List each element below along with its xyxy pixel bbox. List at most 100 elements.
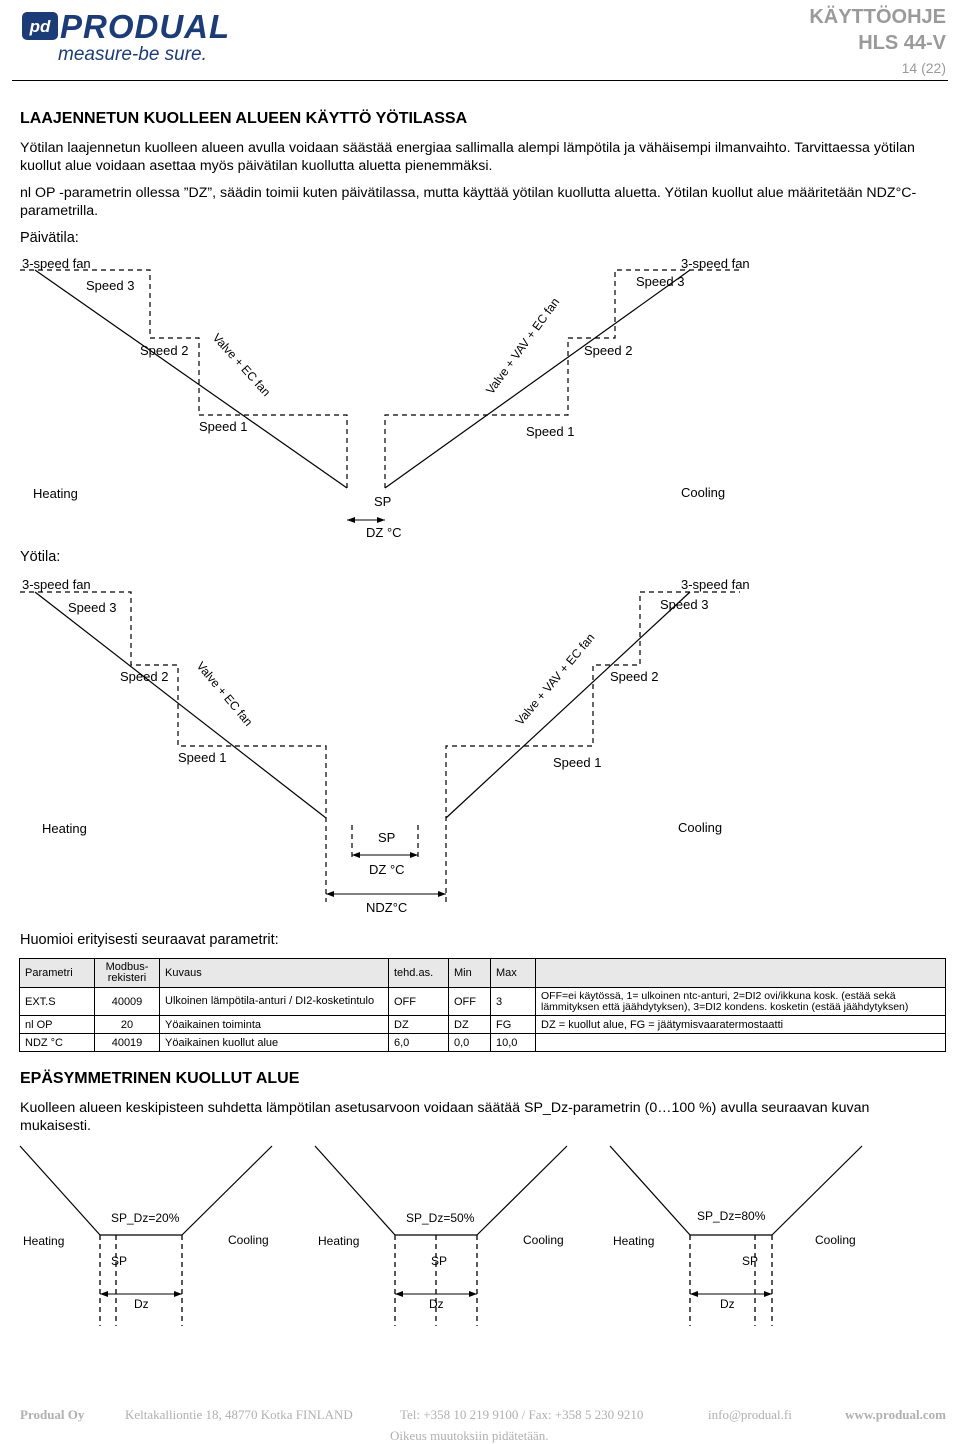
- speed2-right: Speed 2: [610, 669, 658, 684]
- sp-label: SP: [374, 494, 391, 509]
- cell: OFF: [388, 987, 449, 1016]
- valve-label-right: Valve + VAV + EC fan: [513, 631, 598, 728]
- col-header: Modbus-rekisteri: [94, 958, 160, 988]
- doc-type: KÄYTTÖOHJE: [809, 6, 946, 28]
- table-row: NDZ °C 40019 Yöaikainen kuollut alue 6,0…: [19, 1033, 946, 1052]
- spdz-label-50: SP_Dz=50%: [406, 1211, 475, 1225]
- product-name: HLS 44-V: [858, 32, 946, 54]
- speed2-left: Speed 2: [120, 669, 168, 684]
- fan-label-right: 3-speed fan: [681, 256, 750, 271]
- cooling-label: Cooling: [815, 1233, 856, 1247]
- section-title-night-deadzone: LAAJENNETUN KUOLLEEN ALUEEN KÄYTTÖ YÖTIL…: [20, 110, 468, 127]
- cell: Yöaikainen toiminta: [159, 1015, 389, 1034]
- spdz-label-80: SP_Dz=80%: [697, 1209, 766, 1223]
- table-row: EXT.S 40009 Ulkoinen lämpötila-anturi / …: [19, 987, 946, 1016]
- cell: FG: [490, 1015, 536, 1034]
- heating-label: Heating: [23, 1234, 64, 1248]
- params-table: Parametri Modbus-rekisteri Kuvaus tehd.a…: [19, 958, 946, 1052]
- cell: DZ = kuollut alue, FG = jäätymisvaarater…: [535, 1015, 946, 1034]
- heating-fan-steps: [20, 591, 327, 902]
- cooling-ramp-line: [384, 269, 691, 489]
- speed2-right: Speed 2: [584, 343, 632, 358]
- col-header: Parametri: [19, 958, 95, 988]
- params-intro: Huomioi erityisesti seuraavat parametrit…: [20, 932, 279, 948]
- logo-slogan: measure-be sure.: [58, 44, 207, 65]
- day-mode-diagram: 3-speed fan 3-speed fan Speed 3 Speed 3 …: [20, 256, 750, 540]
- fan-label-right: 3-speed fan: [681, 577, 750, 592]
- cell: NDZ °C: [19, 1033, 95, 1052]
- col-header: Min: [448, 958, 491, 988]
- logo-name: PRODUAL: [60, 8, 231, 45]
- ndz-label: NDZ°C: [366, 900, 407, 915]
- cell: DZ: [388, 1015, 449, 1034]
- footer-note: Oikeus muutoksiin pidätetään.: [390, 1428, 549, 1443]
- cell: DZ: [448, 1015, 491, 1034]
- sp-label: SP: [378, 830, 395, 845]
- section-title-asymmetric: EPÄSYMMETRINEN KUOLLUT ALUE: [20, 1070, 300, 1087]
- col-header: [535, 958, 946, 988]
- sp-label: SP: [742, 1254, 758, 1268]
- fan-label-left: 3-speed fan: [22, 256, 91, 271]
- dz-label: Dz: [720, 1297, 735, 1311]
- col-header: tehd.as.: [388, 958, 449, 988]
- speed3-left: Speed 3: [86, 278, 134, 293]
- paragraph-asymmetric: Kuolleen alueen keskipisteen suhdetta lä…: [20, 1100, 870, 1134]
- footer-address: Keltakalliontie 18, 48770 Kotka FINLAND: [125, 1407, 353, 1422]
- cell: 20: [94, 1015, 160, 1034]
- cell: EXT.S: [19, 987, 95, 1016]
- footer-company: Produal Oy: [20, 1407, 85, 1422]
- cell: nl OP: [19, 1015, 95, 1034]
- cell: OFF=ei käytössä, 1= ulkoinen ntc-anturi,…: [535, 987, 946, 1016]
- paragraph-night-intro: Yötilan laajennetun kuolleen alueen avul…: [20, 140, 915, 174]
- dz-label: DZ °C: [366, 525, 402, 540]
- day-mode-label: Päivätila:: [20, 230, 79, 246]
- heating-label: Heating: [613, 1234, 654, 1248]
- cell: 40009: [94, 987, 160, 1016]
- footer-website[interactable]: www.produal.com: [845, 1407, 946, 1422]
- speed1-left: Speed 1: [178, 750, 226, 765]
- cooling-label: Cooling: [228, 1233, 269, 1247]
- params-header-row: Parametri Modbus-rekisteri Kuvaus tehd.a…: [19, 958, 946, 988]
- fan-label-left: 3-speed fan: [22, 577, 91, 592]
- sp-label: SP: [431, 1254, 447, 1268]
- heating-fan-steps: [20, 269, 348, 488]
- cell: OFF: [448, 987, 491, 1016]
- dz-label: Dz: [134, 1297, 149, 1311]
- speed1-right: Speed 1: [553, 755, 601, 770]
- paragraph-nlop: nl OP -parametrin ollessa ”DZ”, säädin t…: [20, 185, 917, 219]
- cooling-fan-steps: [445, 591, 740, 902]
- col-header: Kuvaus: [159, 958, 389, 988]
- table-row: nl OP 20 Yöaikainen toiminta DZ DZ FG DZ…: [19, 1015, 946, 1034]
- valve-label-right: Valve + VAV + EC fan: [483, 295, 562, 397]
- cell: 3: [490, 987, 536, 1016]
- speed3-right: Speed 3: [660, 597, 708, 612]
- dz-label: DZ °C: [369, 862, 405, 877]
- cooling-label: Cooling: [678, 820, 722, 835]
- speed3-right: Speed 3: [636, 274, 684, 289]
- cell: [535, 1033, 946, 1052]
- cooling-label: Cooling: [523, 1233, 564, 1247]
- cell: Ulkoinen lämpötila-anturi / DI2-kosketin…: [159, 987, 389, 1016]
- speed2-left: Speed 2: [140, 343, 188, 358]
- produal-logo-icon: pd: [22, 12, 58, 40]
- valve-label-left: Valve + EC fan: [194, 659, 256, 729]
- footer-email[interactable]: info@produal.fi: [708, 1407, 792, 1422]
- speed3-left: Speed 3: [68, 600, 116, 615]
- footer-phone: Tel: +358 10 219 9100 / Fax: +358 5 230 …: [400, 1407, 644, 1422]
- heating-label: Heating: [318, 1234, 359, 1248]
- dz-label: Dz: [429, 1297, 444, 1311]
- cell: 6,0: [388, 1033, 449, 1052]
- cooling-label: Cooling: [681, 485, 725, 500]
- valve-label-left: Valve + EC fan: [210, 331, 274, 399]
- col-header: Max: [490, 958, 536, 988]
- speed1-left: Speed 1: [199, 419, 247, 434]
- sp-label: SP: [111, 1254, 127, 1268]
- heating-ramp-line: [34, 591, 327, 819]
- spdz-label-20: SP_Dz=20%: [111, 1211, 180, 1225]
- cell: 10,0: [490, 1033, 536, 1052]
- night-mode-label: Yötila:: [20, 549, 61, 565]
- svg-text:pd: pd: [29, 17, 51, 36]
- header-divider: [12, 80, 948, 81]
- speed1-right: Speed 1: [526, 424, 574, 439]
- heating-label: Heating: [42, 821, 87, 836]
